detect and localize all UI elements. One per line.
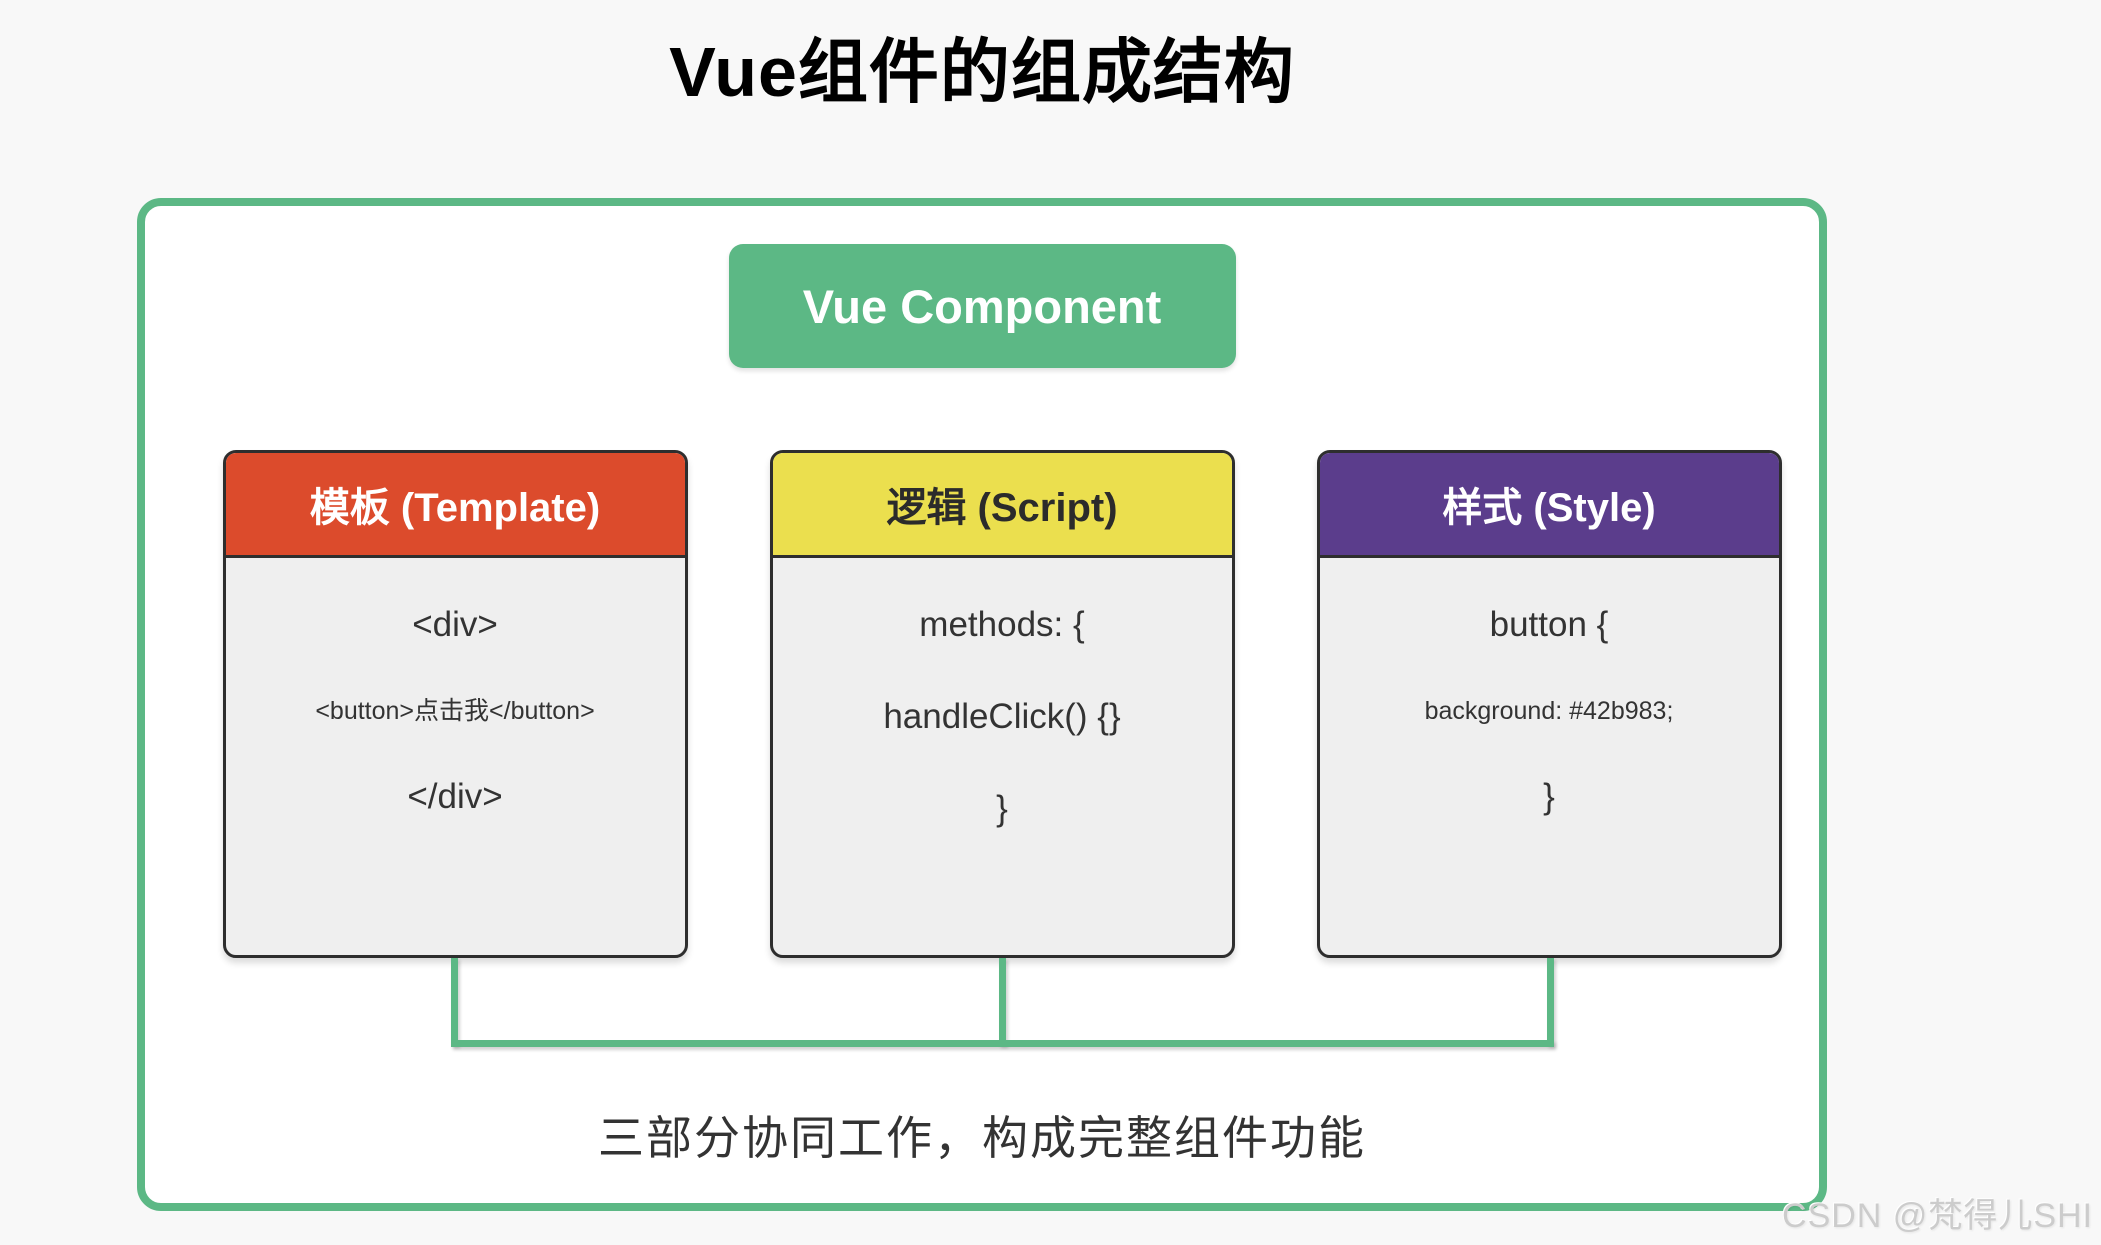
card-style-body: button { background: #42b983; } (1320, 558, 1779, 955)
connector-stub-script (999, 958, 1006, 1046)
style-close-brace-line: } (1543, 777, 1555, 816)
connector-horizontal-line (451, 1040, 1554, 1047)
script-close-brace-line: } (996, 789, 1008, 828)
vue-component-box: Vue Component (728, 244, 1236, 368)
vue-component-label: Vue Component (802, 279, 1162, 333)
template-button-line: <button>点击我</button> (315, 697, 595, 725)
card-template: 模板 (Template) <div> <button>点击我</button>… (222, 450, 688, 958)
style-selector-line: button { (1489, 605, 1609, 644)
diagram-container: Vue Component 模板 (Template) <div> <butto… (137, 198, 1827, 1211)
template-close-tag-line: </div> (407, 777, 503, 816)
card-style-header: 样式 (Style) (1319, 453, 1779, 558)
watermark: CSDN @梵得儿SHI (1782, 1197, 2093, 1235)
connector-stub-style (1547, 958, 1554, 1046)
card-script-body: methods: { handleClick() {} } (773, 558, 1232, 955)
script-handleclick-line: handleClick() {} (883, 697, 1121, 736)
cards-row: 模板 (Template) <div> <button>点击我</button>… (165, 450, 1839, 958)
style-background-line: background: #42b983; (1424, 697, 1674, 725)
card-script: 逻辑 (Script) methods: { handleClick() {} … (769, 450, 1235, 958)
script-methods-line: methods: { (919, 605, 1085, 644)
template-open-tag-line: <div> (412, 605, 498, 644)
card-template-header: 模板 (Template) (225, 453, 685, 558)
card-template-body: <div> <button>点击我</button> </div> (226, 558, 685, 955)
card-script-header: 逻辑 (Script) (772, 453, 1232, 558)
card-style: 样式 (Style) button { background: #42b983;… (1316, 450, 1782, 958)
caption: 三部分协同工作，构成完整组件功能 (598, 1112, 1366, 1164)
page-title: Vue组件的组成结构 (669, 33, 1295, 111)
connector-stub-template (451, 958, 458, 1046)
